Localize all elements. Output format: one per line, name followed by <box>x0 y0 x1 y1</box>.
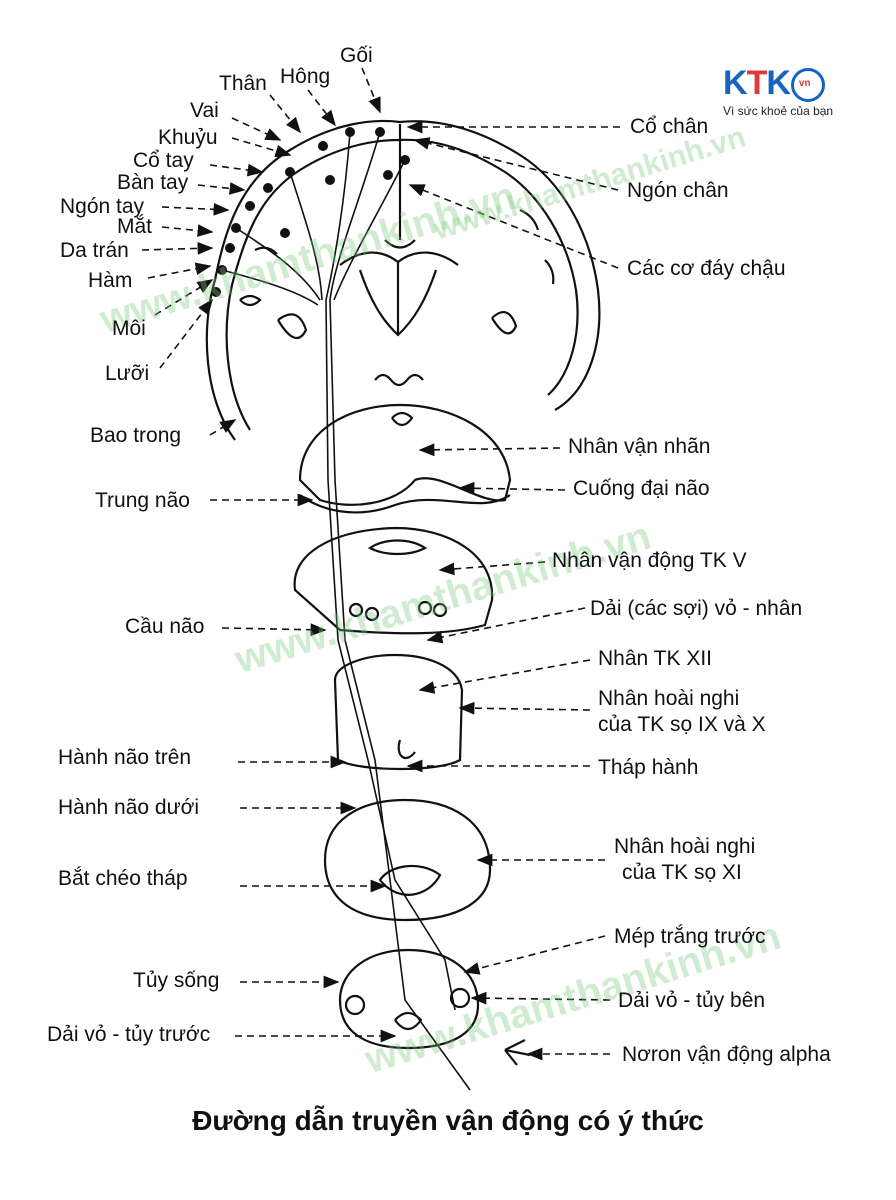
label-hong: Hông <box>280 65 331 88</box>
spinal-cord-section <box>338 948 531 1066</box>
label-mat: Mắt <box>117 215 153 238</box>
label-trung-nao: Trung não <box>95 489 190 512</box>
label-hanh-nao-duoi: Hành não dưới <box>58 796 200 819</box>
label-nhan-van-dong-tk-v: Nhân vận động TK V <box>552 549 747 572</box>
upper-medulla-section <box>333 653 464 771</box>
label-nhan-tk-xii: Nhân TK XII <box>598 647 713 670</box>
label-nhan-hoai-nghi-1a: Nhân hoài nghi <box>598 687 740 710</box>
label-cau-nao: Cầu não <box>125 615 205 638</box>
label-co-tay: Cổ tay <box>133 149 194 172</box>
logo-tagline: Vì sức khoẻ của bạn <box>723 104 834 118</box>
label-dai-vo-nhan: Dải (các sợi) vỏ - nhân <box>590 597 803 620</box>
label-goi: Gối <box>340 44 373 67</box>
label-vai: Vai <box>190 99 219 122</box>
cortex-dots <box>211 127 410 297</box>
label-ham: Hàm <box>88 269 133 292</box>
label-dai-vo-tuy-ben: Dải vỏ - tủy bên <box>618 989 766 1012</box>
label-cac-co-day-chau: Các cơ đáy chậu <box>627 257 786 280</box>
label-dai-vo-tuy-truoc: Dải vỏ - tủy trước <box>47 1023 211 1046</box>
descending-tracts <box>221 131 471 1091</box>
logo-circle-icon: vn <box>790 68 825 102</box>
label-hanh-nao-tren: Hành não trên <box>58 746 192 769</box>
label-nhan-hoai-nghi-2a: Nhân hoài nghi <box>614 835 756 858</box>
label-than: Thân <box>219 72 267 95</box>
label-khuyu: Khuỷu <box>158 126 218 149</box>
label-mep-trang-truoc: Mép trắng trước <box>614 925 766 948</box>
label-nhan-hoai-nghi-1b: của TK sọ IX và X <box>598 713 766 736</box>
label-ngon-chan: Ngón chân <box>627 179 729 202</box>
leader-lines <box>141 67 620 1061</box>
label-ngon-tay: Ngón tay <box>60 195 145 218</box>
label-da-tran: Da trán <box>60 239 129 262</box>
label-ban-tay: Bàn tay <box>117 171 189 194</box>
figure-caption: Đường dẫn truyền vận động có ý thức <box>192 1105 704 1136</box>
label-tuy-song: Tủy sống <box>133 969 220 992</box>
lower-medulla-section <box>323 798 492 922</box>
label-thap-hanh: Tháp hành <box>598 756 699 779</box>
pons-section <box>293 526 494 635</box>
label-cuong-dai-nao: Cuống đại não <box>573 477 710 500</box>
label-bat-cheo-thap: Bắt chéo tháp <box>58 867 188 890</box>
label-nhan-hoai-nghi-2b: của TK sọ XI <box>622 861 742 884</box>
label-luoi: Lưỡi <box>105 362 150 385</box>
label-nhan-van-nhan: Nhân vận nhãn <box>568 435 711 458</box>
label-co-chan: Cổ chân <box>630 115 709 138</box>
cerebrum-section <box>205 119 601 441</box>
label-bao-trong: Bao trong <box>90 424 182 447</box>
midbrain-section <box>298 403 512 514</box>
label-noron-van-dong-alpha: Nơron vận động alpha <box>622 1043 831 1066</box>
label-moi: Môi <box>112 317 146 340</box>
